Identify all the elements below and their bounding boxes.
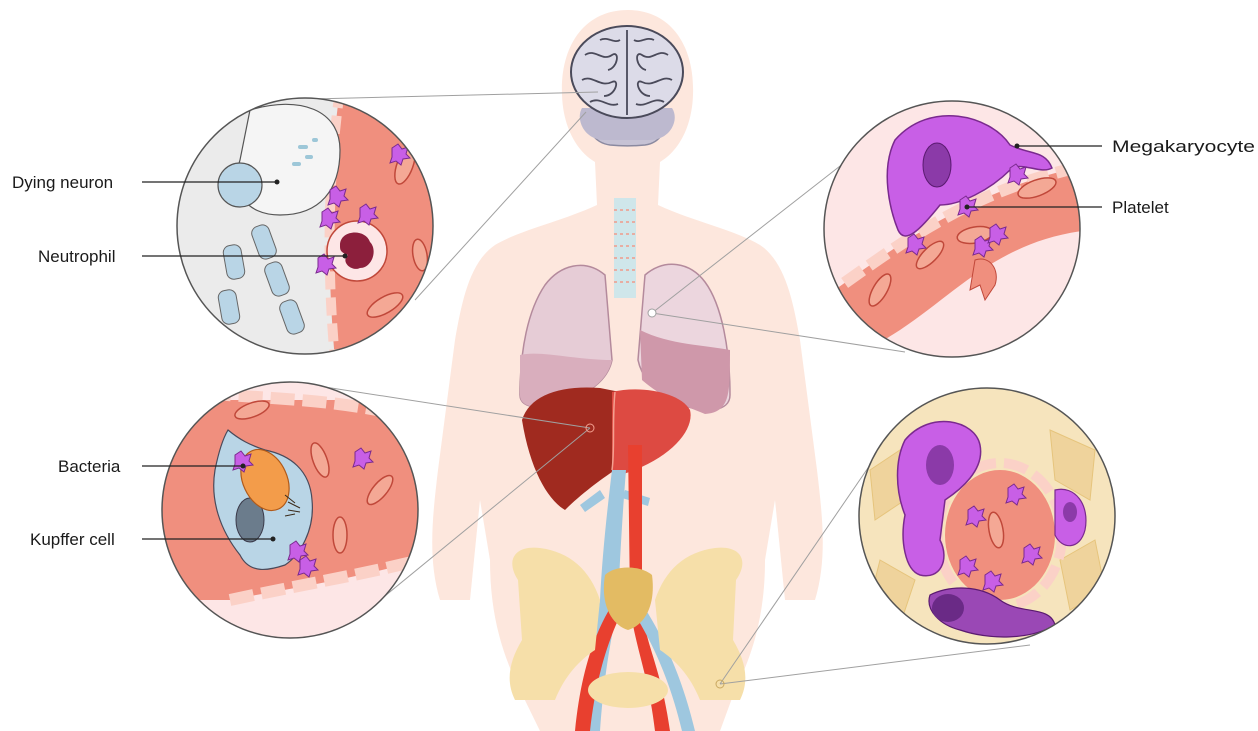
brain-zoom-circle: [170, 90, 440, 360]
label-megakaryocyte: Megakaryocyte: [1112, 137, 1255, 156]
megakaryocyte-marrow-lower-nucleus: [932, 594, 964, 622]
megakaryocyte-marrow-nucleus: [926, 445, 954, 485]
lung-marker: [648, 309, 656, 317]
liver-zoom-circle: [160, 380, 430, 650]
megakaryocyte-nucleus: [923, 143, 951, 187]
label-bacteria: Bacteria: [58, 457, 121, 476]
label-kupffer-cell: Kupffer cell: [30, 530, 115, 549]
lung-zoom-circle: [820, 95, 1090, 370]
pubis: [588, 672, 668, 708]
trachea-tube: [614, 198, 636, 298]
label-dying-neuron: Dying neuron: [12, 173, 113, 192]
trachea: [614, 198, 636, 298]
megakaryocyte-marrow-right-nucleus: [1063, 502, 1077, 522]
bone-marrow-zoom-circle: [855, 385, 1125, 655]
label-neutrophil: Neutrophil: [38, 247, 116, 266]
neuron-nucleus: [218, 163, 262, 207]
brain: [571, 26, 683, 146]
label-platelet: Platelet: [1112, 198, 1169, 217]
neutrophil-cell: [327, 221, 387, 281]
pelvis: [510, 548, 746, 708]
